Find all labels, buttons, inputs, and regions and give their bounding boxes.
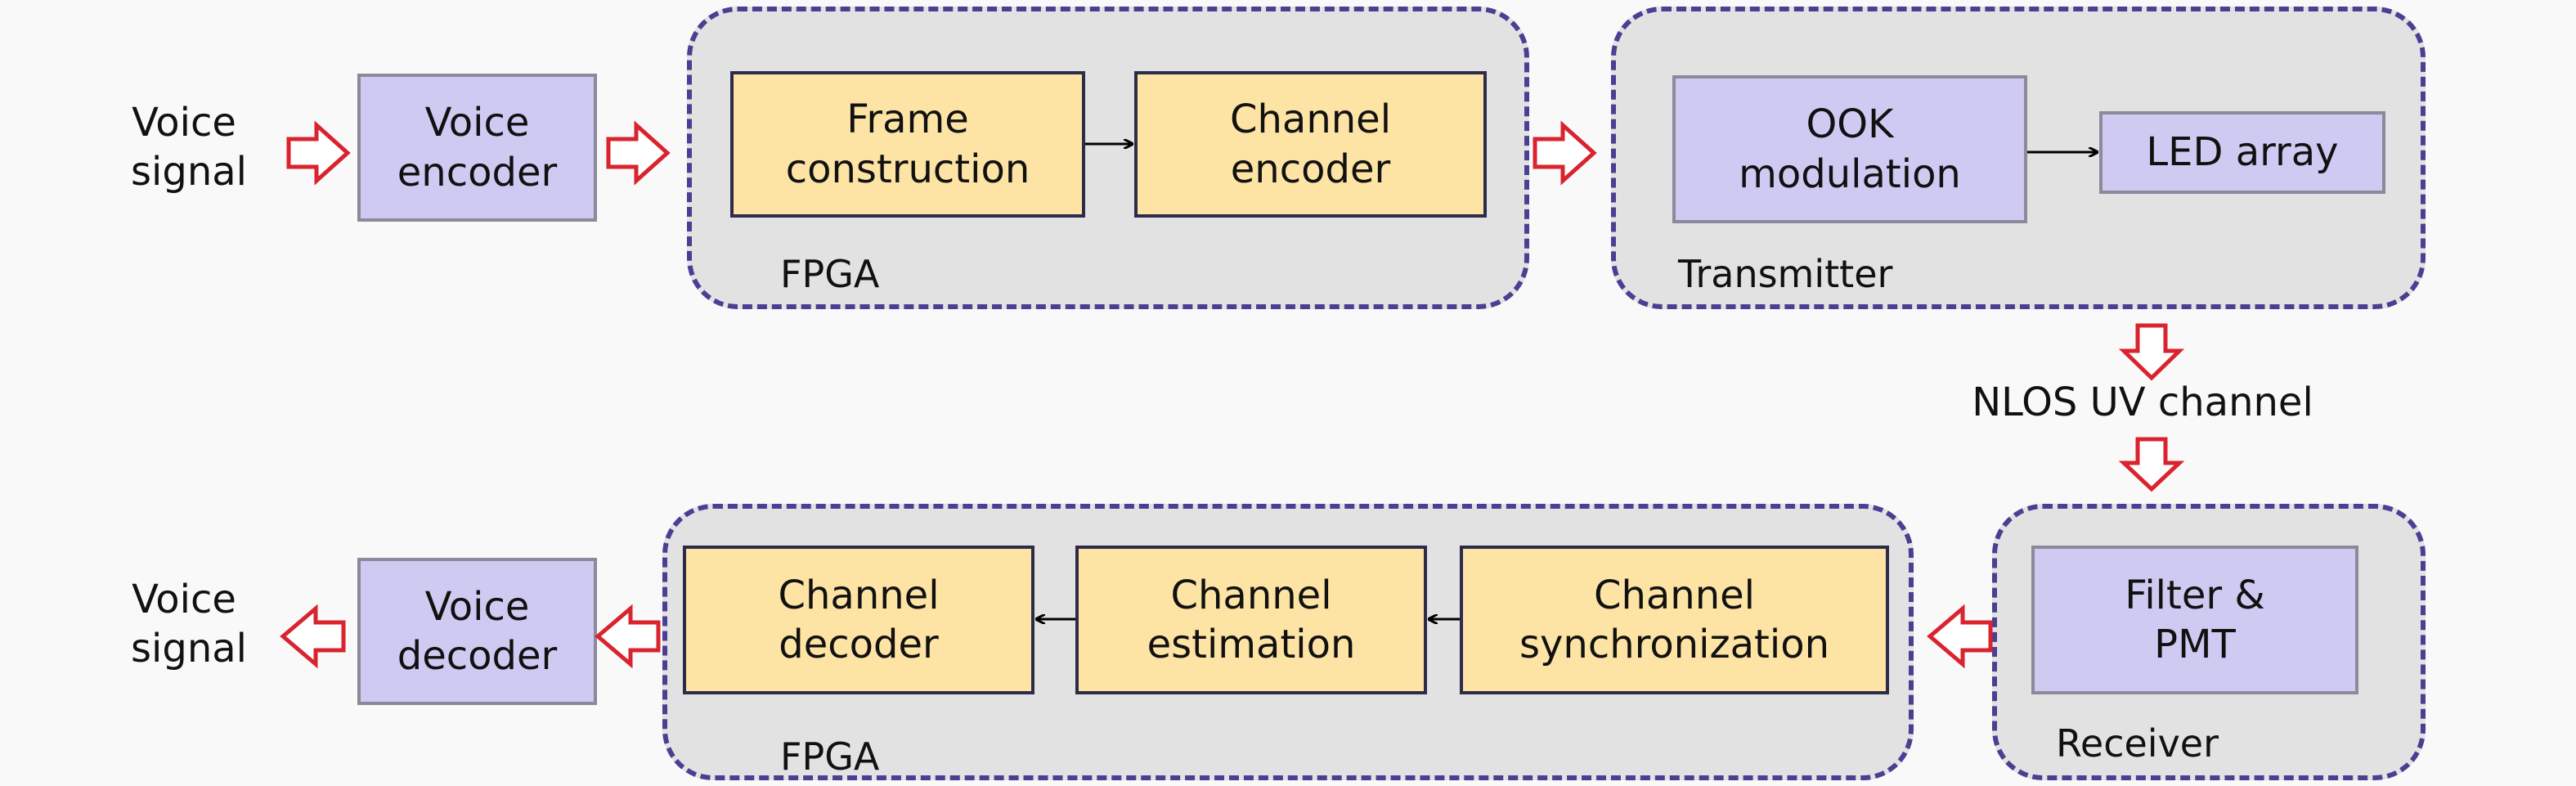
hollow-arrow-left-icon — [595, 604, 661, 669]
hollow-arrow-left-icon — [280, 604, 346, 669]
channel-synchronization-block: Channel synchronization — [1460, 546, 1889, 694]
voice-encoder-block: Voice encoder — [357, 74, 597, 222]
channel-decoder-block: Channel decoder — [683, 546, 1034, 694]
filter-pmt-block: Filter & PMT — [2031, 546, 2358, 694]
nlos-uv-channel-label: NLOS UV channel — [1972, 380, 2313, 425]
transmitter-label: Transmitter — [1678, 252, 1893, 296]
hollow-arrow-left-icon — [1927, 604, 1993, 669]
fpga-transmit-label: FPGA — [780, 252, 880, 296]
channel-encoder-block: Channel encoder — [1134, 71, 1487, 218]
hollow-arrow-down-icon — [2118, 437, 2185, 492]
fpga-receive-label: FPGA — [780, 734, 880, 779]
hollow-arrow-right-icon — [606, 120, 671, 186]
hollow-arrow-right-icon — [286, 120, 351, 186]
channel-estimation-block: Channel estimation — [1075, 546, 1427, 694]
frame-construction-block: Frame construction — [730, 71, 1085, 218]
hollow-arrow-down-icon — [2118, 323, 2185, 381]
voice-signal-output-label: Voice signal — [131, 577, 247, 672]
receiver-label: Receiver — [2056, 721, 2219, 766]
voice-decoder-block: Voice decoder — [357, 558, 597, 705]
ook-modulation-block: OOK modulation — [1672, 75, 2027, 223]
led-array-block: LED array — [2099, 111, 2385, 194]
hollow-arrow-right-icon — [1533, 120, 1597, 186]
voice-signal-input-label: Voice signal — [131, 100, 247, 195]
